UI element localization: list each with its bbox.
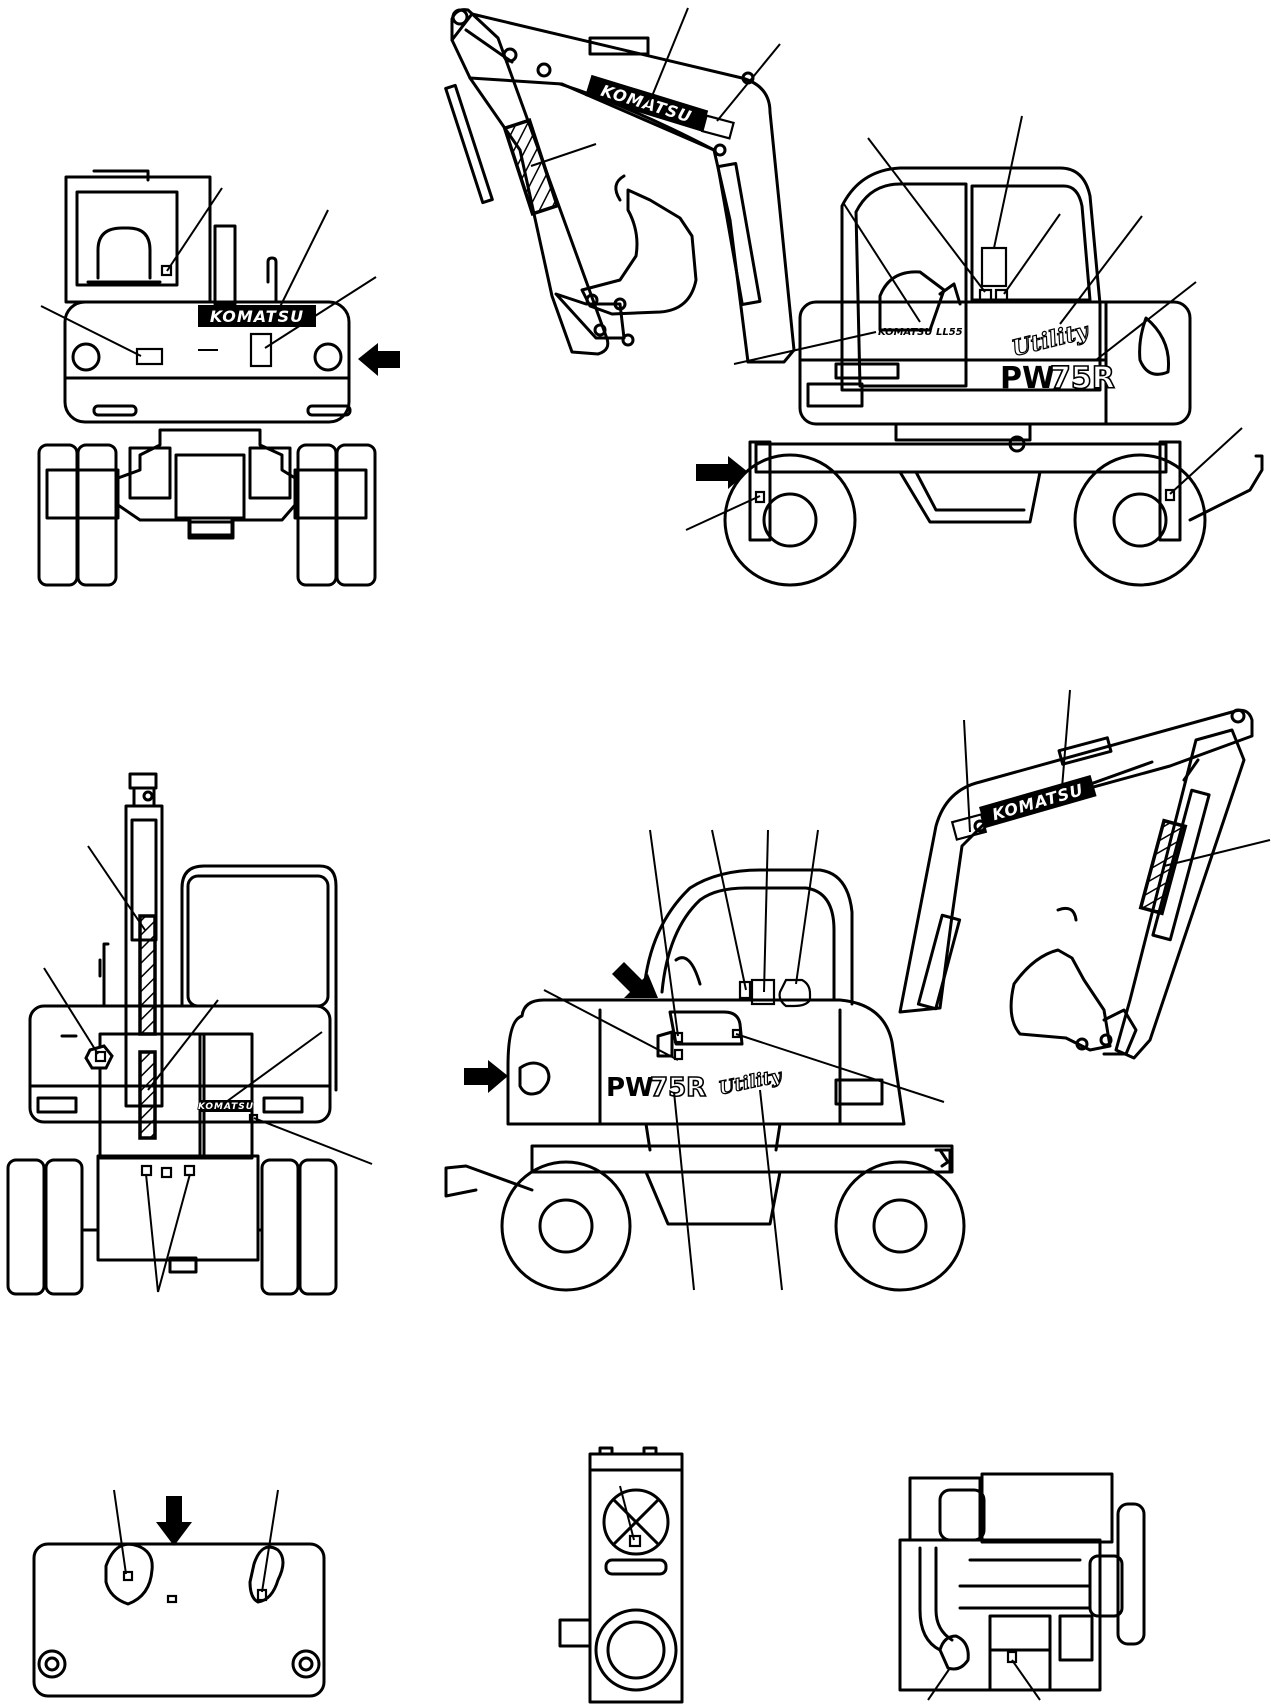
- right-side-view: KOMATSU KOMATSU LL55 Utility PW 75R: [444, 7, 1264, 587]
- cab-badge-text: KOMATSU LL55: [878, 327, 963, 338]
- engine-view: [898, 1472, 1146, 1701]
- side-model-number: 75R: [1050, 361, 1115, 396]
- arrow-icon: [696, 456, 748, 489]
- counterweight-view: [32, 1489, 326, 1698]
- side-series-script: Utility: [1009, 317, 1093, 361]
- front-logo-text: KOMATSU: [210, 307, 304, 326]
- arrow-icon: [156, 1496, 192, 1546]
- arrow-icon: [358, 343, 400, 376]
- left-series-script: Utility: [717, 1065, 785, 1099]
- arrow-icon: [464, 1060, 508, 1093]
- boom-logo-text: KOMATSU: [990, 780, 1086, 824]
- side-model-prefix: PW: [1000, 361, 1055, 396]
- arrow-icon: [612, 962, 658, 998]
- front-view: KOMATSU: [37, 169, 400, 587]
- left-side-view: KOMATSU PW 75R Utility: [444, 689, 1271, 1292]
- rear-logo-text: KOMATSU: [198, 1102, 254, 1112]
- filter-view: [558, 1446, 684, 1704]
- left-model-prefix: PW: [606, 1073, 654, 1103]
- rear-view: KOMATSU: [6, 772, 373, 1296]
- left-model-number: 75R: [650, 1073, 706, 1103]
